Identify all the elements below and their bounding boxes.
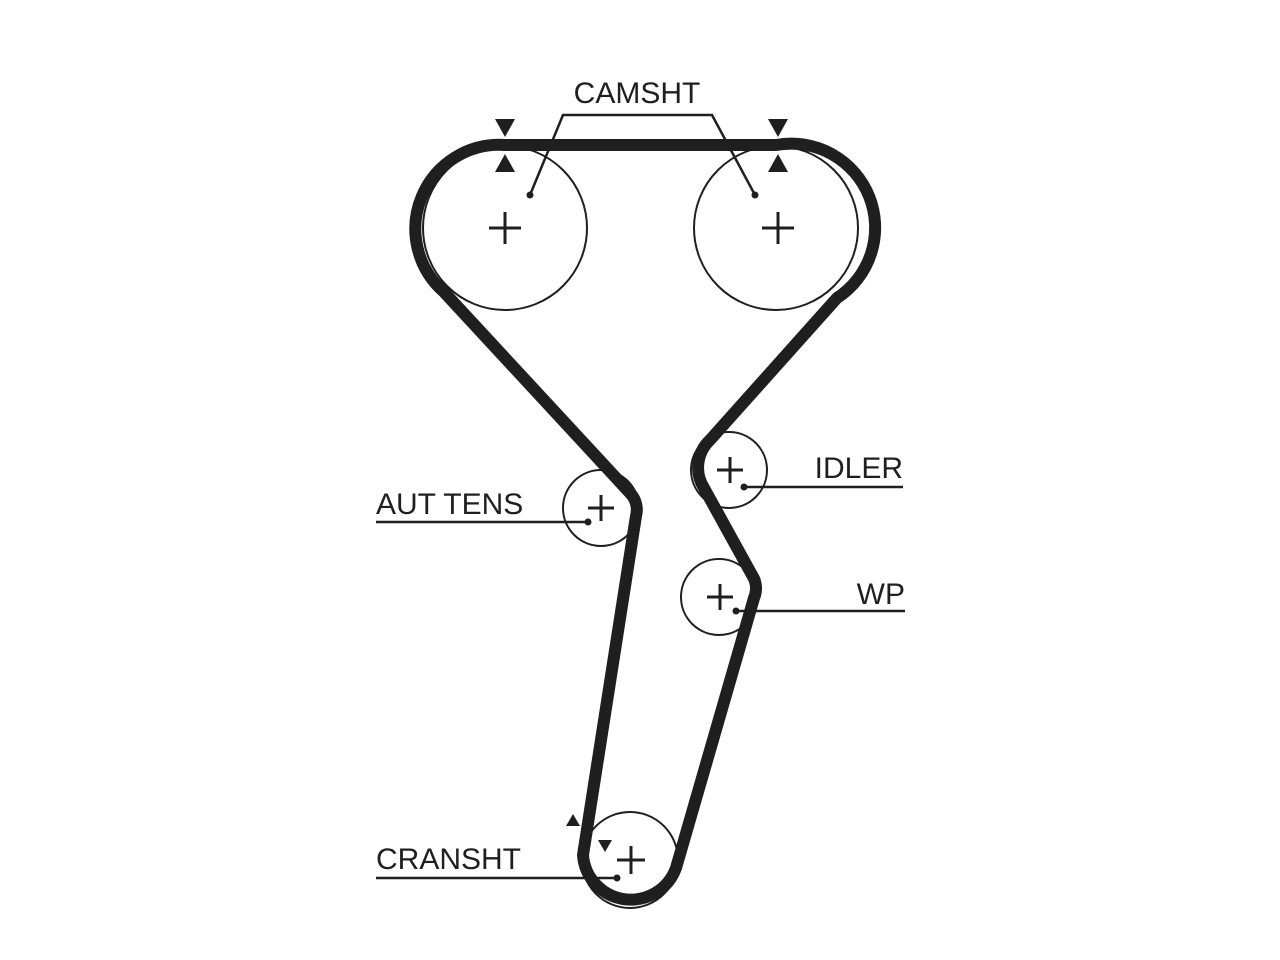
camshaft-left-center-icon	[489, 212, 521, 244]
water-pump-label: WP	[857, 578, 905, 611]
timing-mark-up-icon	[768, 154, 788, 172]
crankshaft-label: CRANSHT	[376, 843, 521, 876]
auto-tensioner-leader-dot	[584, 518, 592, 526]
water-pump-leader-dot	[732, 607, 740, 615]
camshaft-left-leader-dot	[526, 191, 534, 199]
auto-tensioner-center-icon	[588, 495, 614, 521]
water-pump-center-icon	[707, 584, 733, 610]
idler-leader-dot	[740, 483, 748, 491]
crankshaft-leader-dot	[613, 874, 621, 882]
crankshaft-center-icon	[617, 846, 645, 874]
timing-belt	[409, 137, 882, 906]
timing-mark-up-icon	[495, 154, 515, 172]
camshaft-leader-line	[528, 113, 757, 196]
idler-center-icon	[717, 457, 743, 483]
camshaft-label: CAMSHT	[574, 77, 701, 110]
timing-mark-up-icon	[566, 814, 580, 826]
auto-tensioner-label: AUT TENS	[376, 488, 523, 521]
timing-mark-down-icon	[598, 840, 612, 852]
camshaft-right-leader-dot	[751, 191, 759, 199]
idler-pulley	[690, 431, 768, 509]
camshaft-right-center-icon	[762, 212, 794, 244]
timing-mark-down-icon	[495, 119, 515, 137]
idler-label: IDLER	[815, 452, 903, 485]
timing-mark-down-icon	[768, 119, 788, 137]
